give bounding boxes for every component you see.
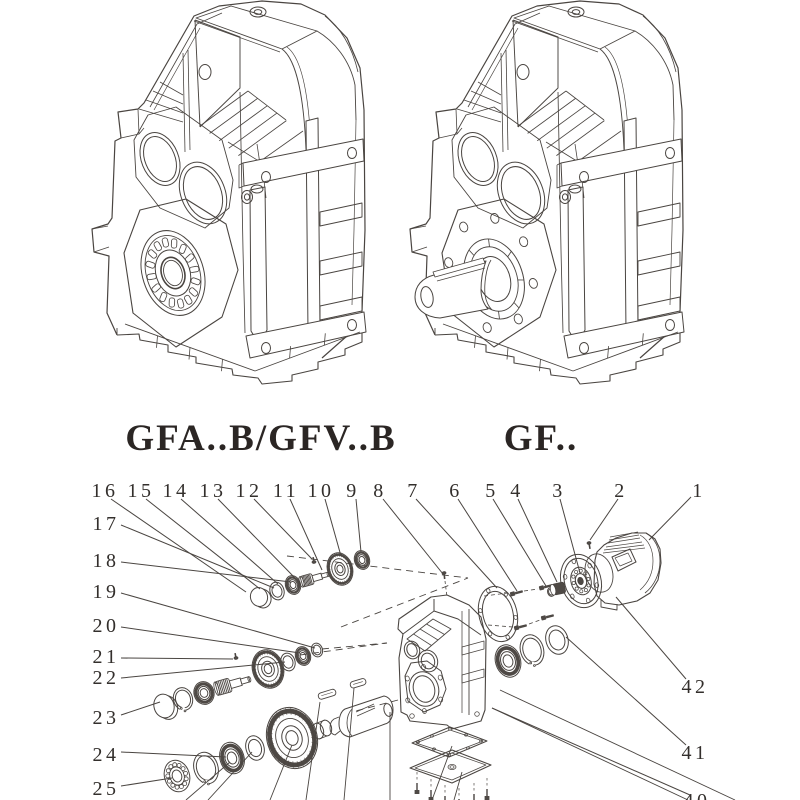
part-number-41: 41 [682,742,709,764]
part-number-23: 23 [93,707,120,729]
leader-line-18 [120,561,292,583]
part-number-13: 13 [200,480,227,502]
leader-line-10 [324,498,342,557]
reducer-left-drawing [91,0,367,385]
part-number-16: 16 [92,480,119,502]
part-number-22: 22 [93,667,120,689]
part-number-17: 17 [93,513,120,535]
model-label-right: GF.. [504,418,578,459]
callout-layer: 1234567891011121314151617181920212223242… [92,480,711,800]
part-number-3: 3 [552,480,566,502]
part-number-40: 40 [684,790,711,800]
part-number-2: 2 [614,480,628,502]
leader-line-22 [120,661,286,679]
leader-line-40 [491,707,691,796]
leader-line-4 [517,498,558,583]
leader-line-14 [180,498,279,585]
model-label-left: GFA..B/GFV..B [125,418,396,459]
leader-line-19 [120,592,316,649]
part-number-4: 4 [510,480,524,502]
leader-line-8 [382,498,444,575]
leader-line-16 [110,498,247,593]
part-number-21: 21 [93,646,120,668]
leader-line-9 [355,498,362,553]
part-number-10: 10 [308,480,335,502]
part-number-11: 11 [273,480,299,502]
cutoff-leader-lines [185,687,736,800]
part-number-15: 15 [128,480,155,502]
right-cluster [477,581,569,678]
leader-line-11 [289,498,323,571]
leader-line-6 [457,498,518,592]
part-number-14: 14 [163,480,190,502]
leader-line-1 [648,496,692,541]
part-number-6: 6 [449,480,463,502]
input-cluster [249,550,371,609]
part-number-5: 5 [485,480,499,502]
part-number-8: 8 [373,480,387,502]
leader-line-7 [415,498,498,589]
leader-line-24 [120,751,227,758]
housing-mini [397,571,492,800]
leader-line-3 [559,498,581,574]
leader-line-5 [492,498,547,587]
leader-line-23 [120,701,161,716]
part-number-42: 42 [682,676,709,698]
reducer-right-drawing [409,0,685,385]
leader-line-2 [589,498,619,541]
leader-line-12 [253,498,313,560]
mid-cluster [153,642,324,720]
part-number-7: 7 [407,480,421,502]
part-number-18: 18 [93,550,120,572]
part-number-20: 20 [93,615,120,637]
part-number-24: 24 [93,744,120,766]
leader-line-20 [120,626,301,654]
leader-line-21 [120,657,234,660]
leader-line-25 [120,777,173,787]
part-number-12: 12 [236,480,263,502]
part-number-1: 1 [692,480,706,502]
exploded-view-drawing [153,531,736,800]
part-number-19: 19 [93,581,120,603]
part-number-9: 9 [346,480,360,502]
leader-line-13 [217,498,295,578]
output-cluster [163,678,394,793]
leader-line-41 [565,636,687,746]
leader-line-42 [615,596,687,680]
part-number-25: 25 [93,778,120,800]
